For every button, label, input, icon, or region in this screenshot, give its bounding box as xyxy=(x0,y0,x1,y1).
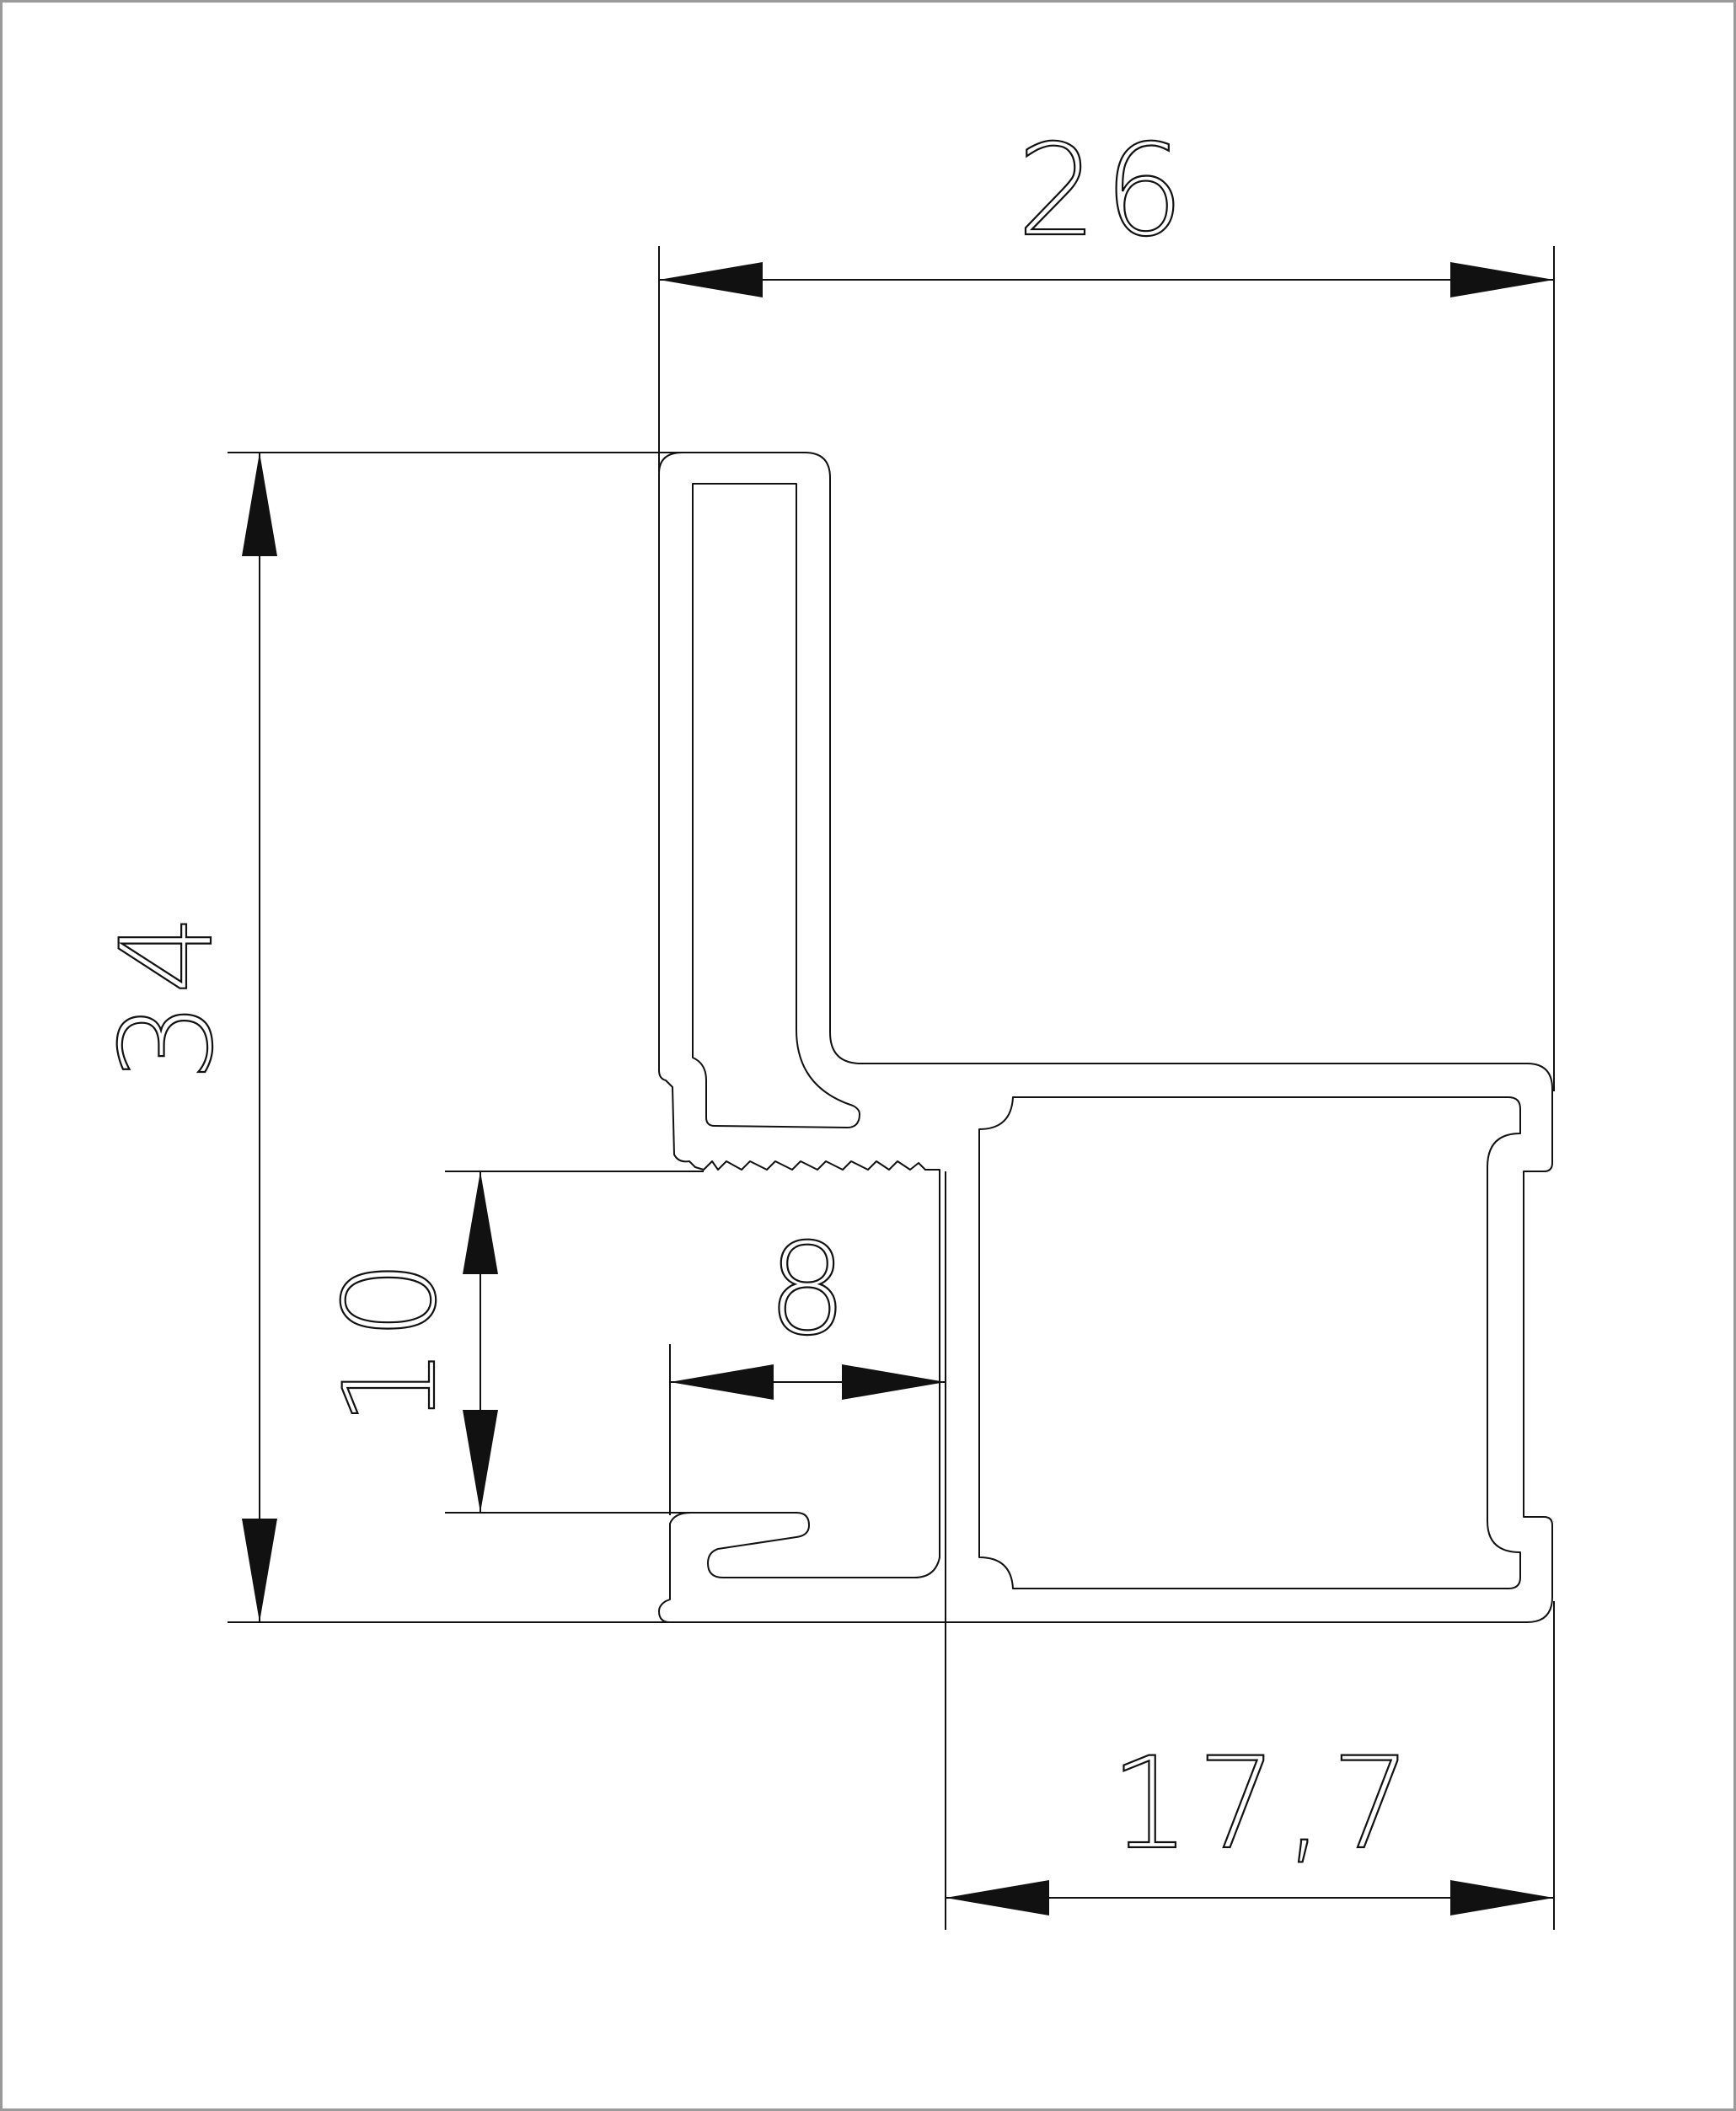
profile-section xyxy=(658,452,1553,1623)
arrow-26-right xyxy=(1450,262,1554,297)
right-chamber-cavity xyxy=(978,1096,1521,1589)
arrow-8-left xyxy=(670,1364,774,1400)
label-total-width: 26 xyxy=(1017,118,1192,265)
arrow-177-left xyxy=(946,1880,1049,1915)
arrow-10-bottom xyxy=(463,1410,498,1513)
label-chamber-width: 17,7 xyxy=(1110,1731,1418,1878)
arrow-34-bottom xyxy=(242,1519,277,1622)
arrow-26-left xyxy=(659,262,763,297)
upper-tube-cavity xyxy=(692,483,860,1128)
arrow-8-right xyxy=(842,1364,946,1400)
label-slot-height: 10 xyxy=(318,1253,464,1428)
arrowheads xyxy=(242,262,1554,1915)
label-slot-width: 8 xyxy=(767,1217,854,1364)
profile-outer-outline xyxy=(658,452,1553,1623)
label-total-height: 34 xyxy=(94,908,241,1082)
arrow-177-right xyxy=(1450,1880,1554,1915)
arrow-10-top xyxy=(463,1171,498,1274)
arrow-34-top xyxy=(242,453,277,556)
